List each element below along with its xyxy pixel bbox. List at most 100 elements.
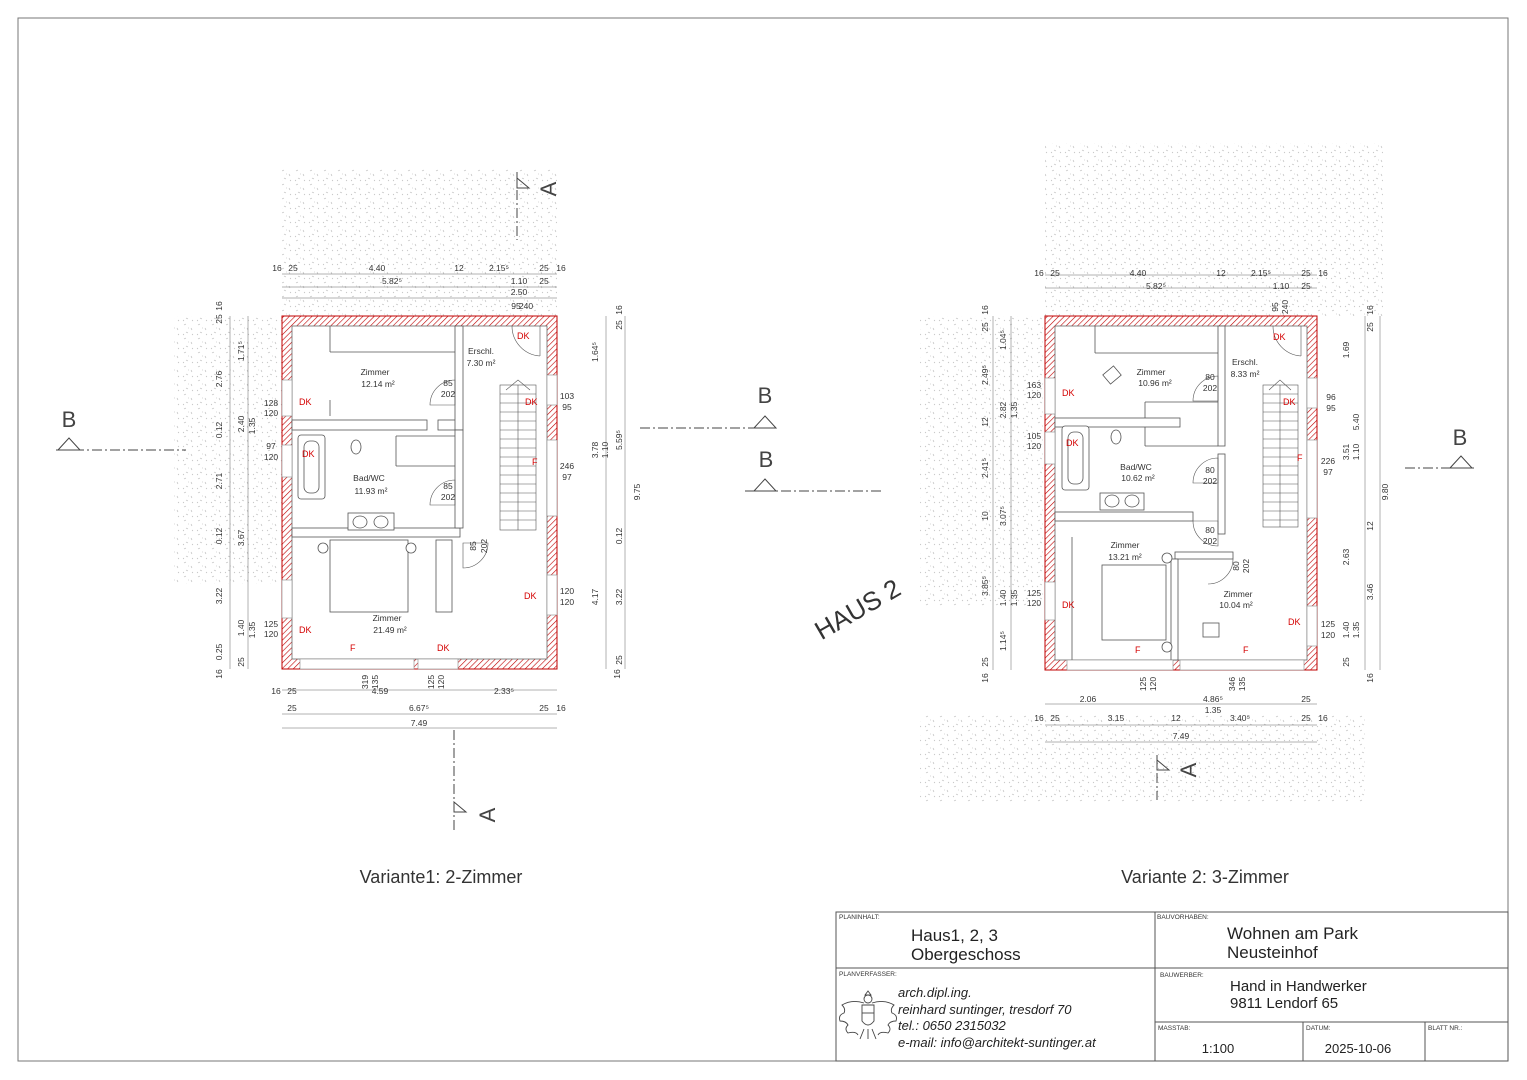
dimension-label: 2.76 xyxy=(214,370,224,387)
bauwerber-label: BAUWERBER: xyxy=(1160,972,1204,979)
dimension-label: 25 xyxy=(1301,268,1311,278)
section-label: A xyxy=(536,181,561,196)
dimension-label: 4.40 xyxy=(369,263,386,273)
dimension-label: 1.10 xyxy=(511,276,528,286)
dimension-label: 25 xyxy=(287,703,297,713)
opening-size: 120 xyxy=(264,452,278,462)
dimension-label: 16 xyxy=(214,669,224,679)
dimension-label: 2.50 xyxy=(511,287,528,297)
window-mark: F xyxy=(350,643,356,653)
dimension-label: 5.59⁵ xyxy=(614,430,624,450)
dimension-label: 25 xyxy=(539,276,549,286)
room-area: 10.04 m² xyxy=(1219,600,1253,610)
opening-size: 120 xyxy=(264,408,278,418)
dimension-label: 16 xyxy=(1318,713,1328,723)
dimension-label: 1.35 xyxy=(1009,401,1019,418)
dimension-label: 5.40 xyxy=(1351,413,1361,430)
dimension-label: 3.40⁵ xyxy=(1230,713,1250,723)
dimension-label: 1.35 xyxy=(247,417,257,434)
opening-size: 125 xyxy=(1027,588,1041,598)
dimension-label: 16 xyxy=(1318,268,1328,278)
opening-size: 125 xyxy=(1321,619,1335,629)
dimension-label: 2.06 xyxy=(1080,694,1097,704)
eagle-emblem-icon xyxy=(839,990,897,1040)
room-area: 10.96 m² xyxy=(1138,378,1172,388)
dimension-label: 95 xyxy=(1270,302,1280,312)
dimension-label: 1.35 xyxy=(247,621,257,638)
opening-size: 120 xyxy=(560,597,574,607)
dimension-label: 25 xyxy=(1365,322,1375,332)
dimension-label: 4.17 xyxy=(590,588,600,605)
planverfasser-line: arch.dipl.ing. xyxy=(898,985,972,1000)
opening-size: 80 xyxy=(1205,372,1215,382)
opening-size: 120 xyxy=(1321,630,1335,640)
dimension-label: 16 xyxy=(614,305,624,315)
room-name: Zimmer xyxy=(1111,540,1140,550)
opening-size: 226 xyxy=(1321,456,1335,466)
opening-size: 80 xyxy=(1205,525,1215,535)
opening-size: 97 xyxy=(266,441,276,451)
opening-size: 202 xyxy=(1203,476,1217,486)
bauvorhaben-label: BAUVORHABEN: xyxy=(1157,914,1209,921)
opening-size: 120 xyxy=(1027,441,1041,451)
dimension-label: 16 xyxy=(556,263,566,273)
dimension-label: 2.71 xyxy=(214,472,224,489)
opening-size: 163 xyxy=(1027,380,1041,390)
dimension-label: 0.12 xyxy=(614,527,624,544)
section-label: B xyxy=(1453,425,1468,450)
dimension-label: 3.51 xyxy=(1341,443,1351,460)
dimension-label: 1.71⁵ xyxy=(236,341,246,361)
dimension-label: 1.40 xyxy=(236,619,246,636)
dimension-label: 25 xyxy=(1341,657,1351,667)
room-name: Bad/WC xyxy=(353,473,385,483)
planinhalt-label: PLANINHALT: xyxy=(839,914,880,921)
opening-size: 128 xyxy=(264,398,278,408)
opening-size: 319 xyxy=(360,675,370,689)
dimension-label: 25 xyxy=(980,657,990,667)
variant-caption: Variante 2: 3-Zimmer xyxy=(1121,867,1289,887)
room-name: Zimmer xyxy=(373,613,402,623)
dimension-label: 7.49 xyxy=(1173,731,1190,741)
opening-size: 135 xyxy=(370,675,380,689)
dimension-label: 1.10 xyxy=(600,441,610,458)
room-name: Erschl. xyxy=(468,346,494,356)
opening-size: 246 xyxy=(560,461,574,471)
terrain-area xyxy=(282,168,557,316)
window-mark: DK xyxy=(299,397,312,407)
dimension-label: 25 xyxy=(539,263,549,273)
room-area: 10.62 m² xyxy=(1121,473,1155,483)
dimension-label: 1.35 xyxy=(1205,705,1222,715)
window-mark: DK xyxy=(299,625,312,635)
opening-size: 85 xyxy=(443,378,453,388)
window-mark: DK xyxy=(302,449,315,459)
dimension-label: 95 xyxy=(511,301,521,311)
dimension-label: 2.15⁵ xyxy=(489,263,509,273)
section-label: B xyxy=(62,407,77,432)
window-mark: DK xyxy=(437,643,450,653)
dimension-label: 1.40 xyxy=(1341,621,1351,638)
dimension-label: 2.15⁵ xyxy=(1251,268,1271,278)
dimension-label: 0.12 xyxy=(214,527,224,544)
dimension-label: 25 xyxy=(1301,713,1311,723)
opening-size: 120 xyxy=(1027,598,1041,608)
opening-size: 135 xyxy=(1237,677,1247,691)
dimension-label: 7.49 xyxy=(411,718,428,728)
planverfasser-line: reinhard suntinger, tresdorf 70 xyxy=(898,1002,1072,1017)
window-mark: DK xyxy=(517,331,530,341)
opening-size: 80 xyxy=(1231,561,1241,571)
terrain-area xyxy=(1045,143,1383,316)
dimension-label: 16 xyxy=(214,301,224,311)
dimension-label: 12 xyxy=(980,417,990,427)
opening-size: 120 xyxy=(1148,677,1158,691)
terrain-area xyxy=(920,715,1365,802)
dimension-label: 16 xyxy=(1034,268,1044,278)
dimension-label: 2.82 xyxy=(998,401,1008,418)
window-mark: F xyxy=(1243,645,1249,655)
room-name: Erschl. xyxy=(1232,357,1258,367)
dimension-label: 4.59 xyxy=(372,686,389,696)
opening-size: 120 xyxy=(1027,390,1041,400)
datum-label: DATUM: xyxy=(1306,1025,1331,1032)
opening-size: 202 xyxy=(479,539,489,553)
planverfasser-line: tel.: 0650 2315032 xyxy=(898,1018,1006,1033)
